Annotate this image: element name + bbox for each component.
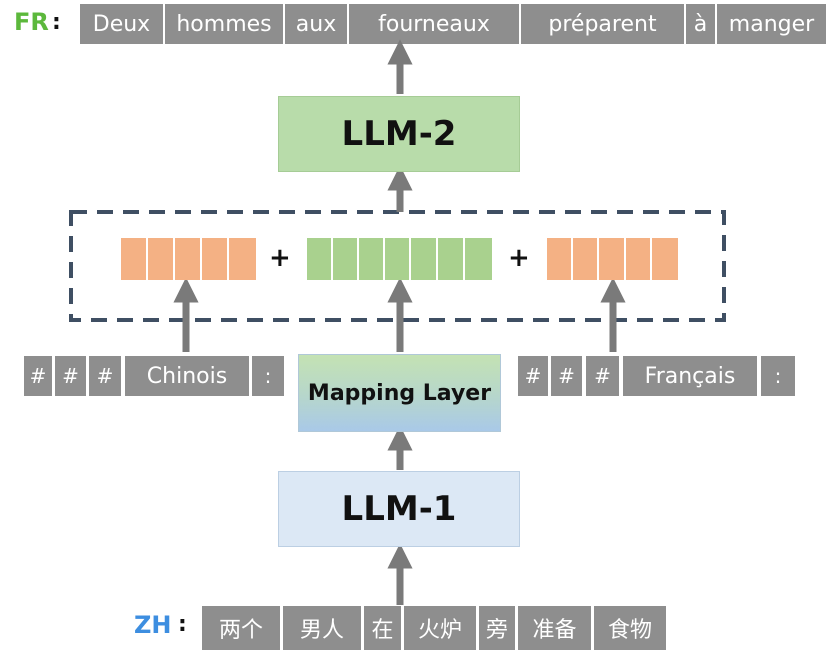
- mapping-layer-label: Mapping Layer: [307, 380, 492, 406]
- fr-token: fourneaux: [349, 4, 519, 44]
- embedding-cell: [547, 238, 573, 280]
- embedding-cell: [652, 238, 678, 280]
- fr-token: préparent: [521, 4, 684, 44]
- llm1-label: LLM-1: [341, 489, 457, 529]
- embedding-cell: [573, 238, 599, 280]
- src-prompt-token: #: [24, 356, 52, 396]
- embedding-cell: [307, 238, 333, 280]
- zh-token: 两个: [202, 606, 280, 650]
- fr-token: manger: [717, 4, 826, 44]
- tgt-prompt-token: Français: [623, 356, 757, 396]
- plus-sign: +: [269, 243, 291, 273]
- fr-token: à: [686, 4, 715, 44]
- fr-language-label: FR: [14, 8, 49, 36]
- fr-token: aux: [285, 4, 347, 44]
- embedding-cell: [465, 238, 492, 280]
- zh-language-label: ZH: [134, 611, 172, 639]
- plus-sign: +: [508, 243, 530, 273]
- src-prompt-token: #: [55, 356, 86, 396]
- tgt-prompt-token: :: [761, 356, 795, 396]
- llm2-box: LLM-2: [278, 96, 520, 172]
- src-prompt-token: #: [89, 356, 121, 396]
- embedding-cell: [385, 238, 411, 280]
- src-prompt-token: :: [252, 356, 284, 396]
- zh-token: 在: [364, 606, 401, 650]
- fr-token: hommes: [165, 4, 283, 44]
- src-prompt-token: Chinois: [125, 356, 249, 396]
- embedding-cell: [438, 238, 465, 280]
- embedding-cell: [599, 238, 626, 280]
- llm2-label: LLM-2: [341, 114, 457, 154]
- embedding-cell: [175, 238, 202, 280]
- embedding-cell: [411, 238, 438, 280]
- tgt-prompt-token: #: [518, 356, 548, 396]
- zh-token: 旁: [479, 606, 515, 650]
- embedding-cell: [229, 238, 256, 280]
- embedding-cell: [359, 238, 385, 280]
- embedding-cell: [121, 238, 148, 280]
- embedding-cell: [148, 238, 175, 280]
- mapping-layer-box: Mapping Layer: [298, 354, 501, 432]
- embedding-cell: [202, 238, 229, 280]
- tgt-prompt-token: #: [551, 356, 582, 396]
- zh-token: 准备: [518, 606, 591, 650]
- embedding-cell: [626, 238, 652, 280]
- embedding-cell: [333, 238, 359, 280]
- fr-colon: :: [52, 10, 61, 35]
- zh-token: 食物: [594, 606, 666, 650]
- llm1-box: LLM-1: [278, 471, 520, 547]
- zh-token: 火炉: [404, 606, 476, 650]
- fr-token: Deux: [80, 4, 163, 44]
- tgt-prompt-token: #: [586, 356, 619, 396]
- zh-colon: :: [178, 612, 187, 637]
- zh-token: 男人: [283, 606, 361, 650]
